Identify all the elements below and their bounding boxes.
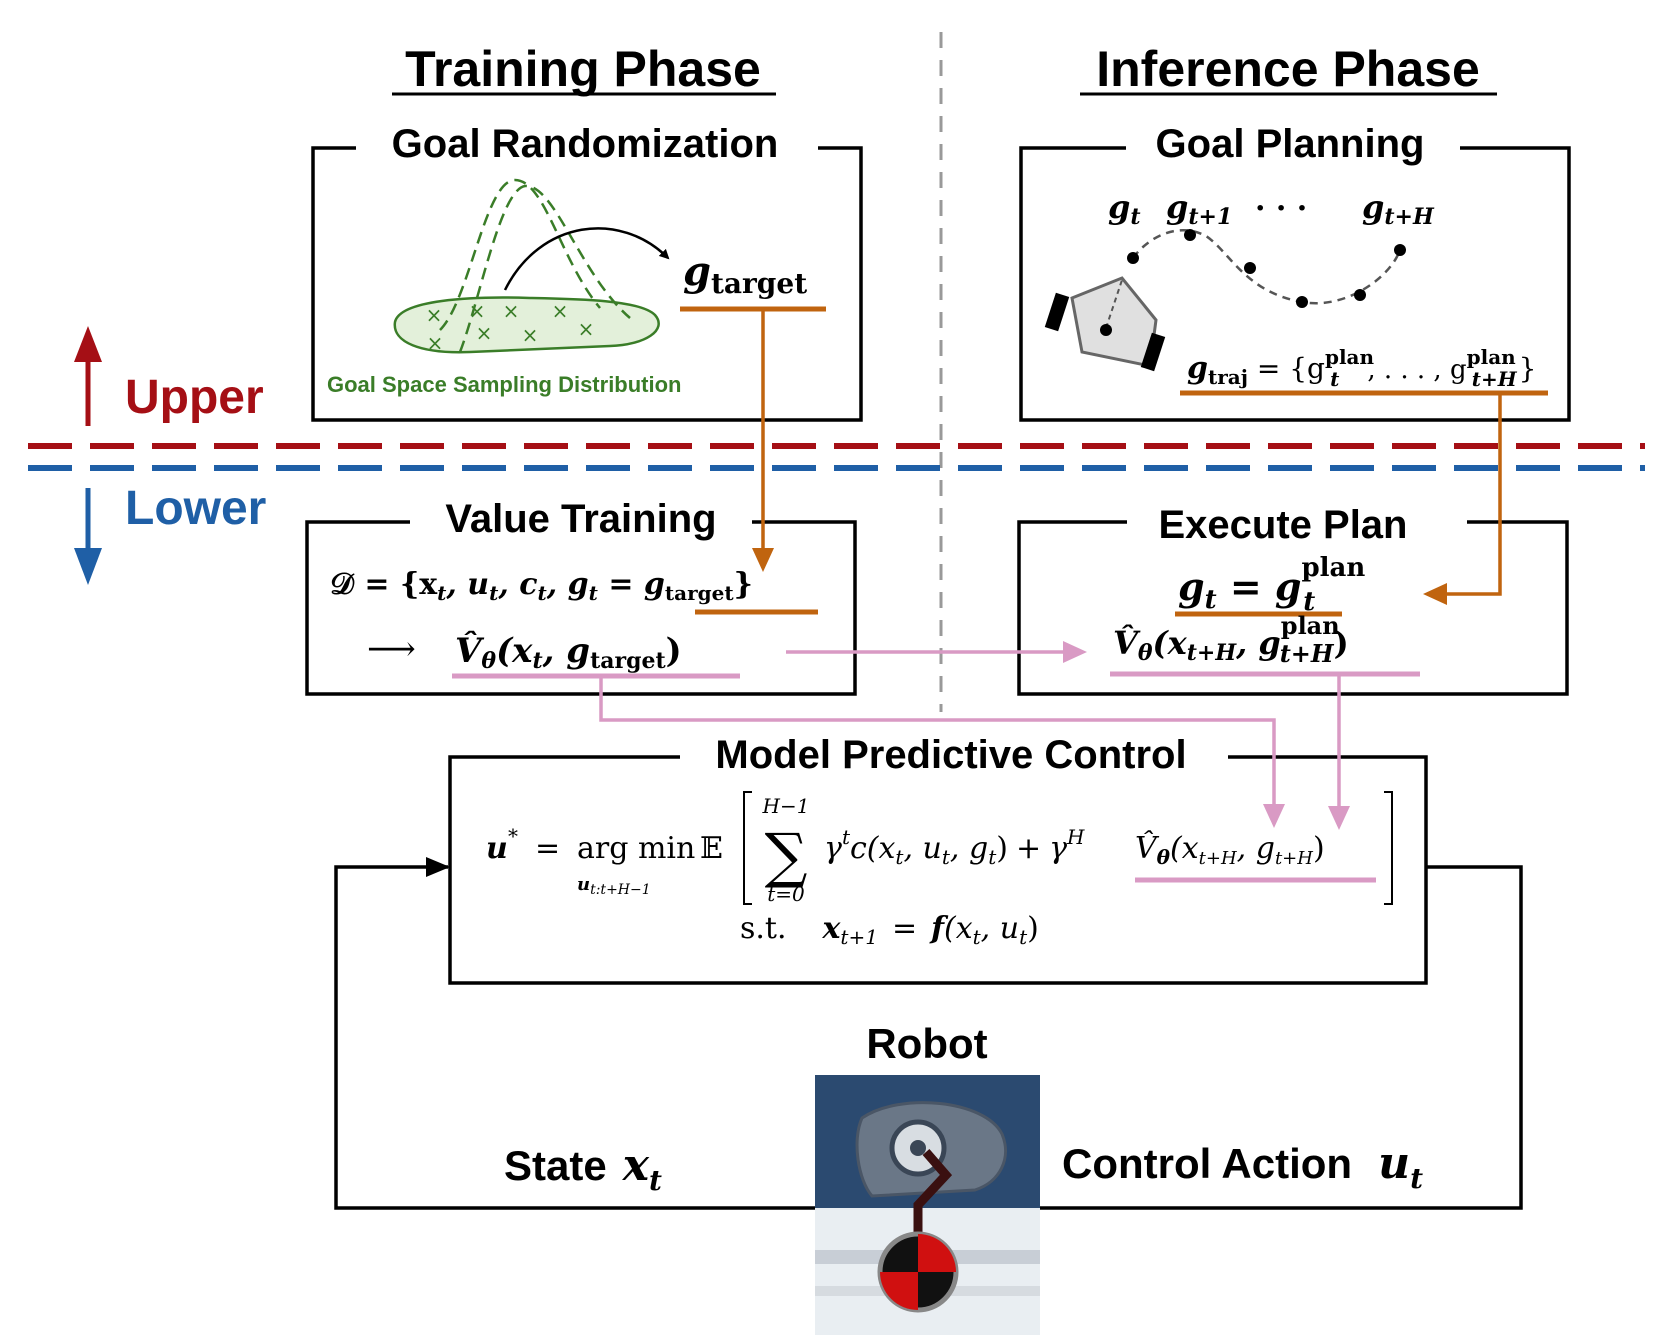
svg-text:×: ×: [476, 321, 493, 345]
upper-label: Upper: [125, 371, 264, 424]
mpc-title: Model Predictive Control: [715, 733, 1186, 777]
svg-text:H−1: H−1: [762, 794, 810, 818]
upper-arrow-icon: [74, 326, 102, 426]
mpc-stage-cost: γtc(xt, ut, gt)+γH: [824, 825, 1085, 869]
goal-space-caption: Goal Space Sampling Distribution: [327, 372, 682, 397]
trajectory-waypoints: [1127, 229, 1406, 308]
mpc-constraint: s.t.xt+1=f(xt, ut): [740, 911, 1039, 949]
svg-text:*: *: [508, 824, 518, 848]
svg-text:×: ×: [522, 323, 539, 347]
sample-arrow: [503, 227, 670, 291]
mpc-objective: u * = arg min ut:t+H−1 𝔼 H−1 ∑ t=0 γtc(x…: [486, 791, 1393, 949]
distribution-curve-2: [458, 184, 631, 353]
value-training-box: Value Training 𝒟 = {xt, ut, ct, gt = gta…: [305, 497, 857, 696]
svg-text:∑: ∑: [765, 821, 808, 891]
svg-text:×: ×: [503, 299, 520, 323]
value-function-equation: V̂θ(xt, gtarget): [455, 630, 682, 674]
g-target-label: gtarget: [683, 248, 807, 300]
state-feedback-line: [334, 857, 815, 1210]
svg-text:u: u: [486, 831, 508, 866]
goal-planning-title: Goal Planning: [1156, 122, 1425, 166]
training-phase-title: Training Phase: [405, 41, 761, 97]
robot-label: Robot: [866, 1020, 987, 1067]
planned-trajectory: [1131, 228, 1402, 305]
argmin-subscript: ut:t+H−1: [577, 874, 651, 898]
mpc-box: Model Predictive Control u * = arg min u…: [448, 733, 1428, 985]
distribution-curve-1: [439, 178, 601, 331]
goal-sequence: gt gt+1 · · · gt+H: [1108, 188, 1435, 230]
left-bracket: [743, 791, 752, 905]
svg-text:×: ×: [427, 331, 444, 355]
planning-robot-icon: [1044, 276, 1166, 372]
goal-randomization-box: Goal Randomization × × × × × × × × Goal …: [311, 122, 863, 422]
lower-label: Lower: [125, 482, 266, 535]
svg-text:×: ×: [426, 303, 443, 327]
inference-phase-title: Inference Phase: [1096, 41, 1480, 97]
lower-arrow-icon: [74, 488, 102, 585]
value-training-title: Value Training: [445, 497, 716, 541]
control-action-line: [1040, 865, 1523, 1210]
mpc-terminal-value: V̂θ(xt+H, gt+H): [1135, 831, 1325, 869]
svg-text:𝔼: 𝔼: [700, 831, 723, 866]
svg-text:×: ×: [469, 299, 486, 323]
value-to-mpc-arrow: [599, 676, 1285, 828]
traj-to-execute-arrow: [1423, 393, 1502, 605]
right-bracket: [1384, 791, 1393, 905]
svg-text:×: ×: [578, 317, 595, 341]
sample-marks: × × × × × × × ×: [426, 299, 595, 355]
svg-text:=: =: [535, 831, 560, 866]
robot-image: [815, 1075, 1040, 1335]
goal-randomization-title: Goal Randomization: [392, 122, 779, 166]
goal-planning-box: Goal Planning gt gt+1 · · · gt+H gtraj =: [1019, 122, 1571, 422]
execute-plan-title: Execute Plan: [1158, 503, 1407, 547]
svg-text:×: ×: [552, 299, 569, 323]
dataset-equation: 𝒟 = {xt, ut, ct, gt = gtarget}: [330, 567, 753, 605]
svg-text:arg min: arg min: [577, 831, 695, 866]
value-arrow: ⟶: [367, 629, 416, 669]
svg-text:t=0: t=0: [767, 882, 805, 906]
